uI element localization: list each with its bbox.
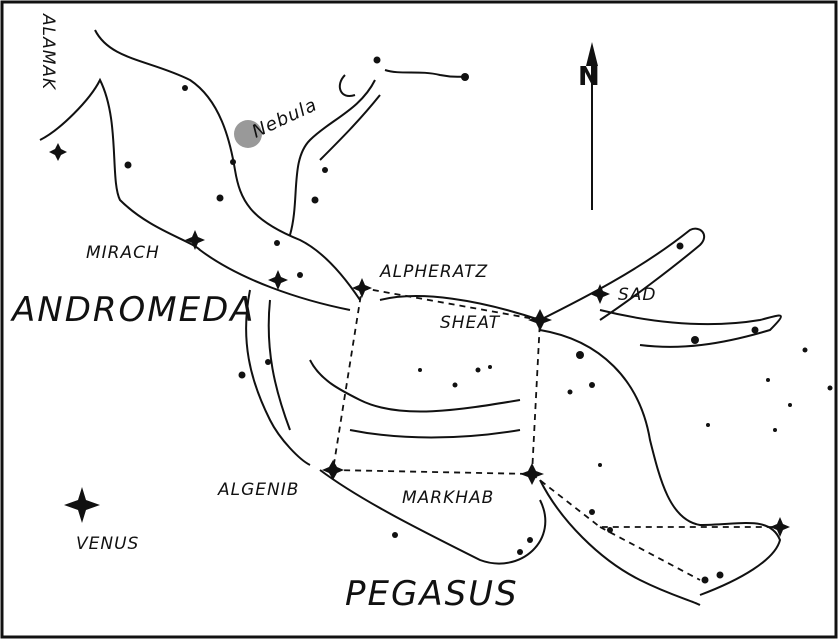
north-arrow-icon — [586, 42, 598, 210]
nebula-smudge — [234, 120, 262, 148]
label-venus: VENUS — [76, 534, 140, 554]
label-sad: SAD — [618, 285, 657, 305]
label-mirach: MIRACH — [86, 243, 160, 263]
small-stars — [124, 56, 833, 584]
constellation-lines — [331, 287, 780, 581]
star-sad-icon — [590, 284, 610, 304]
label-alpheratz: ALPHERATZ — [380, 262, 489, 282]
label-pegasus: PEGASUS — [345, 574, 519, 614]
star-algenib-icon — [322, 460, 344, 480]
label-algenib: ALGENIB — [218, 480, 300, 500]
star-alamak-icon — [49, 143, 67, 161]
label-andromeda: ANDROMEDA — [12, 290, 256, 330]
star-alpheratz-icon — [352, 278, 372, 298]
andromeda-figure — [39, 29, 466, 466]
bright-stars — [49, 143, 790, 537]
star-markhab-icon — [520, 463, 544, 485]
star-mirach-icon — [185, 230, 205, 250]
venus-icon — [64, 487, 100, 523]
label-sheat: SHEAT — [440, 313, 501, 333]
pegasus-figure — [309, 227, 782, 606]
label-alamak: ALAMAK — [38, 14, 58, 91]
star-sheat-icon — [528, 309, 552, 331]
label-markhab: MARKHAB — [402, 488, 495, 508]
north-label: N — [578, 62, 602, 92]
